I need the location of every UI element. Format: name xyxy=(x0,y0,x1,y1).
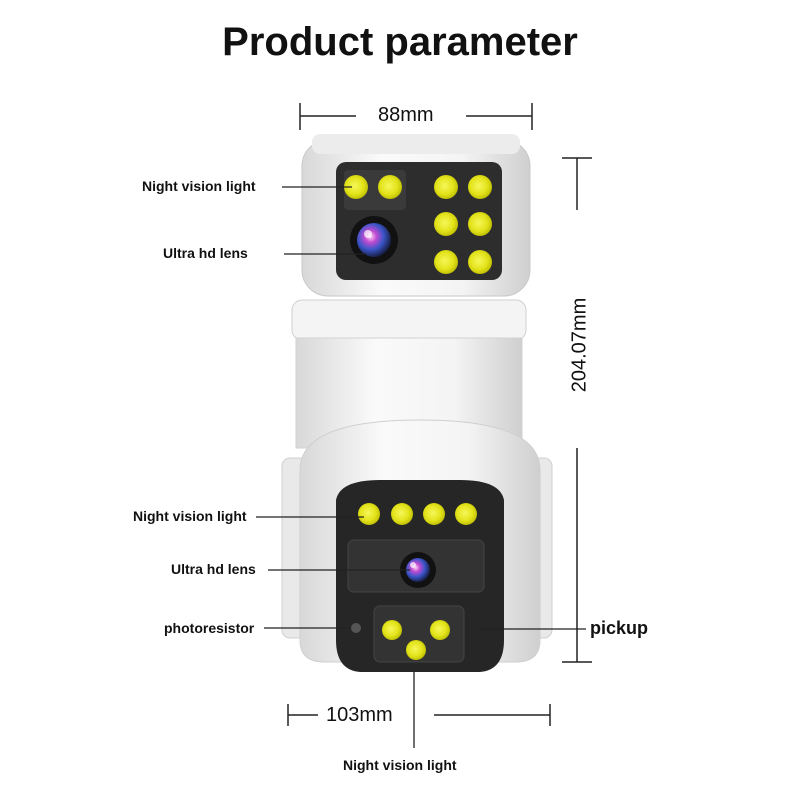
top-width-label: 88mm xyxy=(378,104,434,126)
top-led-array xyxy=(344,175,492,274)
photoresistor-icon xyxy=(351,623,361,633)
top-width-dimension xyxy=(299,103,533,130)
top-lens-label: Ultra hd lens xyxy=(163,245,248,261)
page-title: Product parameter xyxy=(222,20,578,64)
bottom-width-dimension xyxy=(287,704,551,726)
mid-night-vision-label: Night vision light xyxy=(133,508,247,524)
bottom-camera-module xyxy=(281,419,553,672)
photoresistor-label: photoresistor xyxy=(164,620,255,636)
bottom-width-label: 103mm xyxy=(326,704,393,726)
pickup-label: pickup xyxy=(590,618,649,638)
mid-lens-label: Ultra hd lens xyxy=(171,561,256,577)
height-label: 204.07mm xyxy=(568,297,591,393)
camera-neck xyxy=(291,299,527,449)
top-night-vision-label: Night vision light xyxy=(142,178,256,194)
height-dimension xyxy=(562,157,592,663)
bottom-led-array xyxy=(358,503,477,660)
callout-lines xyxy=(256,186,586,748)
bottom-night-vision-label: Night vision light xyxy=(343,757,457,773)
top-camera-module xyxy=(301,134,531,297)
